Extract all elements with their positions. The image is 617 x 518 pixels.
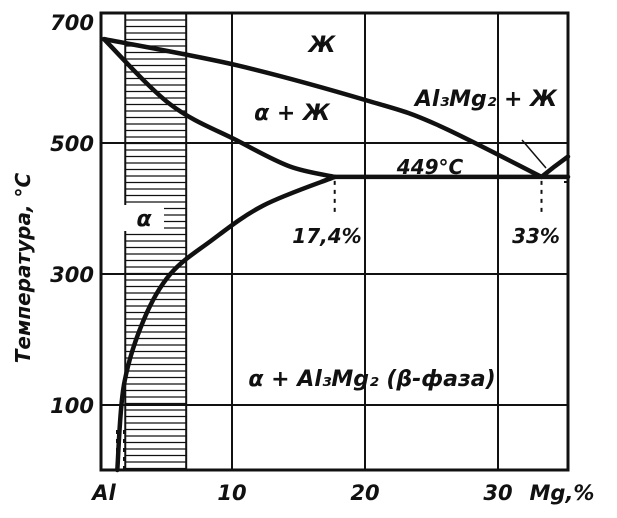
- solidus-curve: [101, 36, 337, 180]
- y-tick-100: 100: [50, 394, 94, 418]
- y-tick-300: 300: [50, 263, 94, 287]
- liquidus-curve-right: [539, 154, 571, 180]
- alpha-label-background: [124, 205, 164, 231]
- x-tick-20: 20: [350, 481, 379, 505]
- grid-lines: [101, 13, 568, 470]
- x-tick-10: 10: [217, 481, 246, 505]
- solvus-curve: [115, 174, 337, 473]
- region-label-alpha-beta: α + Al₃Mg₂ (β-фаза): [248, 367, 495, 392]
- plot-frame: [99, 11, 570, 472]
- alpha-hatch-pattern: [124, 13, 188, 470]
- y-tick-500: 500: [50, 132, 94, 156]
- x-axis-unit-label: Mg,%: [530, 481, 595, 505]
- region-label-alpha: α: [136, 207, 152, 232]
- alpha-solubility-label: 17,4%: [292, 224, 361, 248]
- eutectic-temperature-label: 449°С: [396, 155, 464, 179]
- y-axis-label: Температура, °С: [11, 172, 35, 363]
- region-label-intermetallic-liquid: Al₃Mg₂ + Ж: [413, 87, 558, 112]
- region-label-liquid: Ж: [307, 33, 337, 58]
- solvus-dashed-tail: [116, 430, 125, 470]
- region-label-alpha-liquid: α + Ж: [254, 101, 331, 126]
- liquidus-curve: [101, 36, 544, 180]
- x-tick-al: Al: [90, 481, 116, 505]
- x-tick-30: 30: [483, 481, 512, 505]
- intermetallic-leader-line: [521, 139, 547, 169]
- eutectic-composition-label: 33%: [512, 224, 560, 248]
- y-tick-700: 700: [50, 11, 94, 35]
